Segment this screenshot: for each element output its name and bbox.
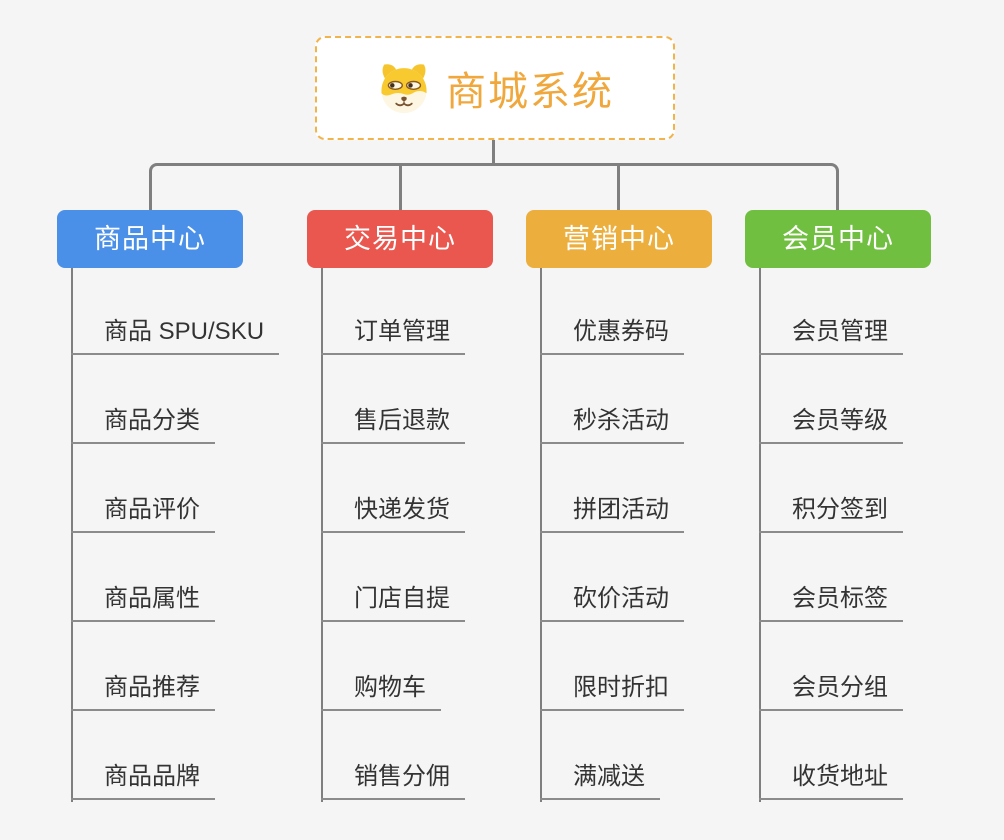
branch-item[interactable]: 快递发货 (321, 495, 465, 533)
branch-item[interactable]: 购物车 (321, 673, 441, 711)
branch-item[interactable]: 积分签到 (759, 495, 903, 533)
branch-2: 营销中心 优惠券码秒杀活动拼团活动砍价活动限时折扣满减送 (526, 210, 776, 810)
branch-item-label: 砍价活动 (540, 584, 684, 622)
branch-item-label: 商品 SPU/SKU (71, 317, 280, 355)
branch-item-label: 优惠券码 (540, 317, 684, 355)
branch-header-0[interactable]: 商品中心 (57, 210, 243, 268)
branch-item-label: 购物车 (321, 673, 441, 711)
branch-item-label: 售后退款 (321, 406, 465, 444)
branch-item-label: 会员分组 (759, 673, 903, 711)
branch-item[interactable]: 商品品牌 (71, 762, 215, 800)
connector-corner-left (149, 163, 163, 210)
branch-item[interactable]: 订单管理 (321, 317, 465, 355)
branch-item-label: 积分签到 (759, 495, 903, 533)
branch-item[interactable]: 商品评价 (71, 495, 215, 533)
connector-root-stub (492, 139, 495, 166)
branch-item[interactable]: 商品 SPU/SKU (71, 317, 280, 355)
branch-item-label: 商品评价 (71, 495, 215, 533)
dog-face-icon (381, 64, 427, 114)
branch-item[interactable]: 会员管理 (759, 317, 903, 355)
branch-0: 商品中心 商品 SPU/SKU 商品分类商品评价商品属性商品推荐商品品牌 (57, 210, 307, 810)
branch-header-2[interactable]: 营销中心 (526, 210, 712, 268)
connector-drop (617, 163, 620, 210)
branch-item[interactable]: 商品属性 (71, 584, 215, 622)
branch-item-label: 商品品牌 (71, 762, 215, 800)
branch-item-label: 会员标签 (759, 584, 903, 622)
branch-tree-line (71, 268, 73, 802)
branch-item[interactable]: 限时折扣 (540, 673, 684, 711)
branch-item[interactable]: 商品推荐 (71, 673, 215, 711)
branch-tree-line (759, 268, 761, 802)
branch-item[interactable]: 优惠券码 (540, 317, 684, 355)
branch-item[interactable]: 满减送 (540, 762, 660, 800)
branch-item[interactable]: 销售分佣 (321, 762, 465, 800)
branch-item[interactable]: 收货地址 (759, 762, 903, 800)
root-node[interactable]: 商城系统 (315, 36, 675, 140)
branch-1: 交易中心 订单管理售后退款快递发货门店自提购物车销售分佣 (307, 210, 557, 810)
branch-item-label: 拼团活动 (540, 495, 684, 533)
branch-item-label: 订单管理 (321, 317, 465, 355)
branch-item-label: 会员等级 (759, 406, 903, 444)
branch-item-label: 销售分佣 (321, 762, 465, 800)
branch-item-label: 满减送 (540, 762, 660, 800)
connector-corner-right (825, 163, 839, 210)
branch-tree-line (321, 268, 323, 802)
branch-item[interactable]: 门店自提 (321, 584, 465, 622)
branch-item-label: 会员管理 (759, 317, 903, 355)
branch-header-1[interactable]: 交易中心 (307, 210, 493, 268)
branch-item-label: 收货地址 (759, 762, 903, 800)
branch-item-label: 秒杀活动 (540, 406, 684, 444)
branch-item-label: 商品推荐 (71, 673, 215, 711)
branch-item[interactable]: 商品分类 (71, 406, 215, 444)
connector-drop (399, 163, 402, 210)
branch-item-label: 商品属性 (71, 584, 215, 622)
branch-item[interactable]: 会员等级 (759, 406, 903, 444)
branch-item[interactable]: 会员分组 (759, 673, 903, 711)
branch-item-label: 限时折扣 (540, 673, 684, 711)
branch-tree-line (540, 268, 542, 802)
branch-3: 会员中心 会员管理会员等级积分签到会员标签会员分组收货地址 (745, 210, 995, 810)
branch-item[interactable]: 会员标签 (759, 584, 903, 622)
branch-item[interactable]: 售后退款 (321, 406, 465, 444)
branch-item-label: 门店自提 (321, 584, 465, 622)
branch-item[interactable]: 砍价活动 (540, 584, 684, 622)
connector-horizontal (160, 163, 828, 166)
root-title: 商城系统 (446, 70, 614, 114)
branch-item[interactable]: 秒杀活动 (540, 406, 684, 444)
branch-header-3[interactable]: 会员中心 (745, 210, 931, 268)
branch-item-label: 商品分类 (71, 406, 215, 444)
branch-item-label: 快递发货 (321, 495, 465, 533)
branch-item[interactable]: 拼团活动 (540, 495, 684, 533)
